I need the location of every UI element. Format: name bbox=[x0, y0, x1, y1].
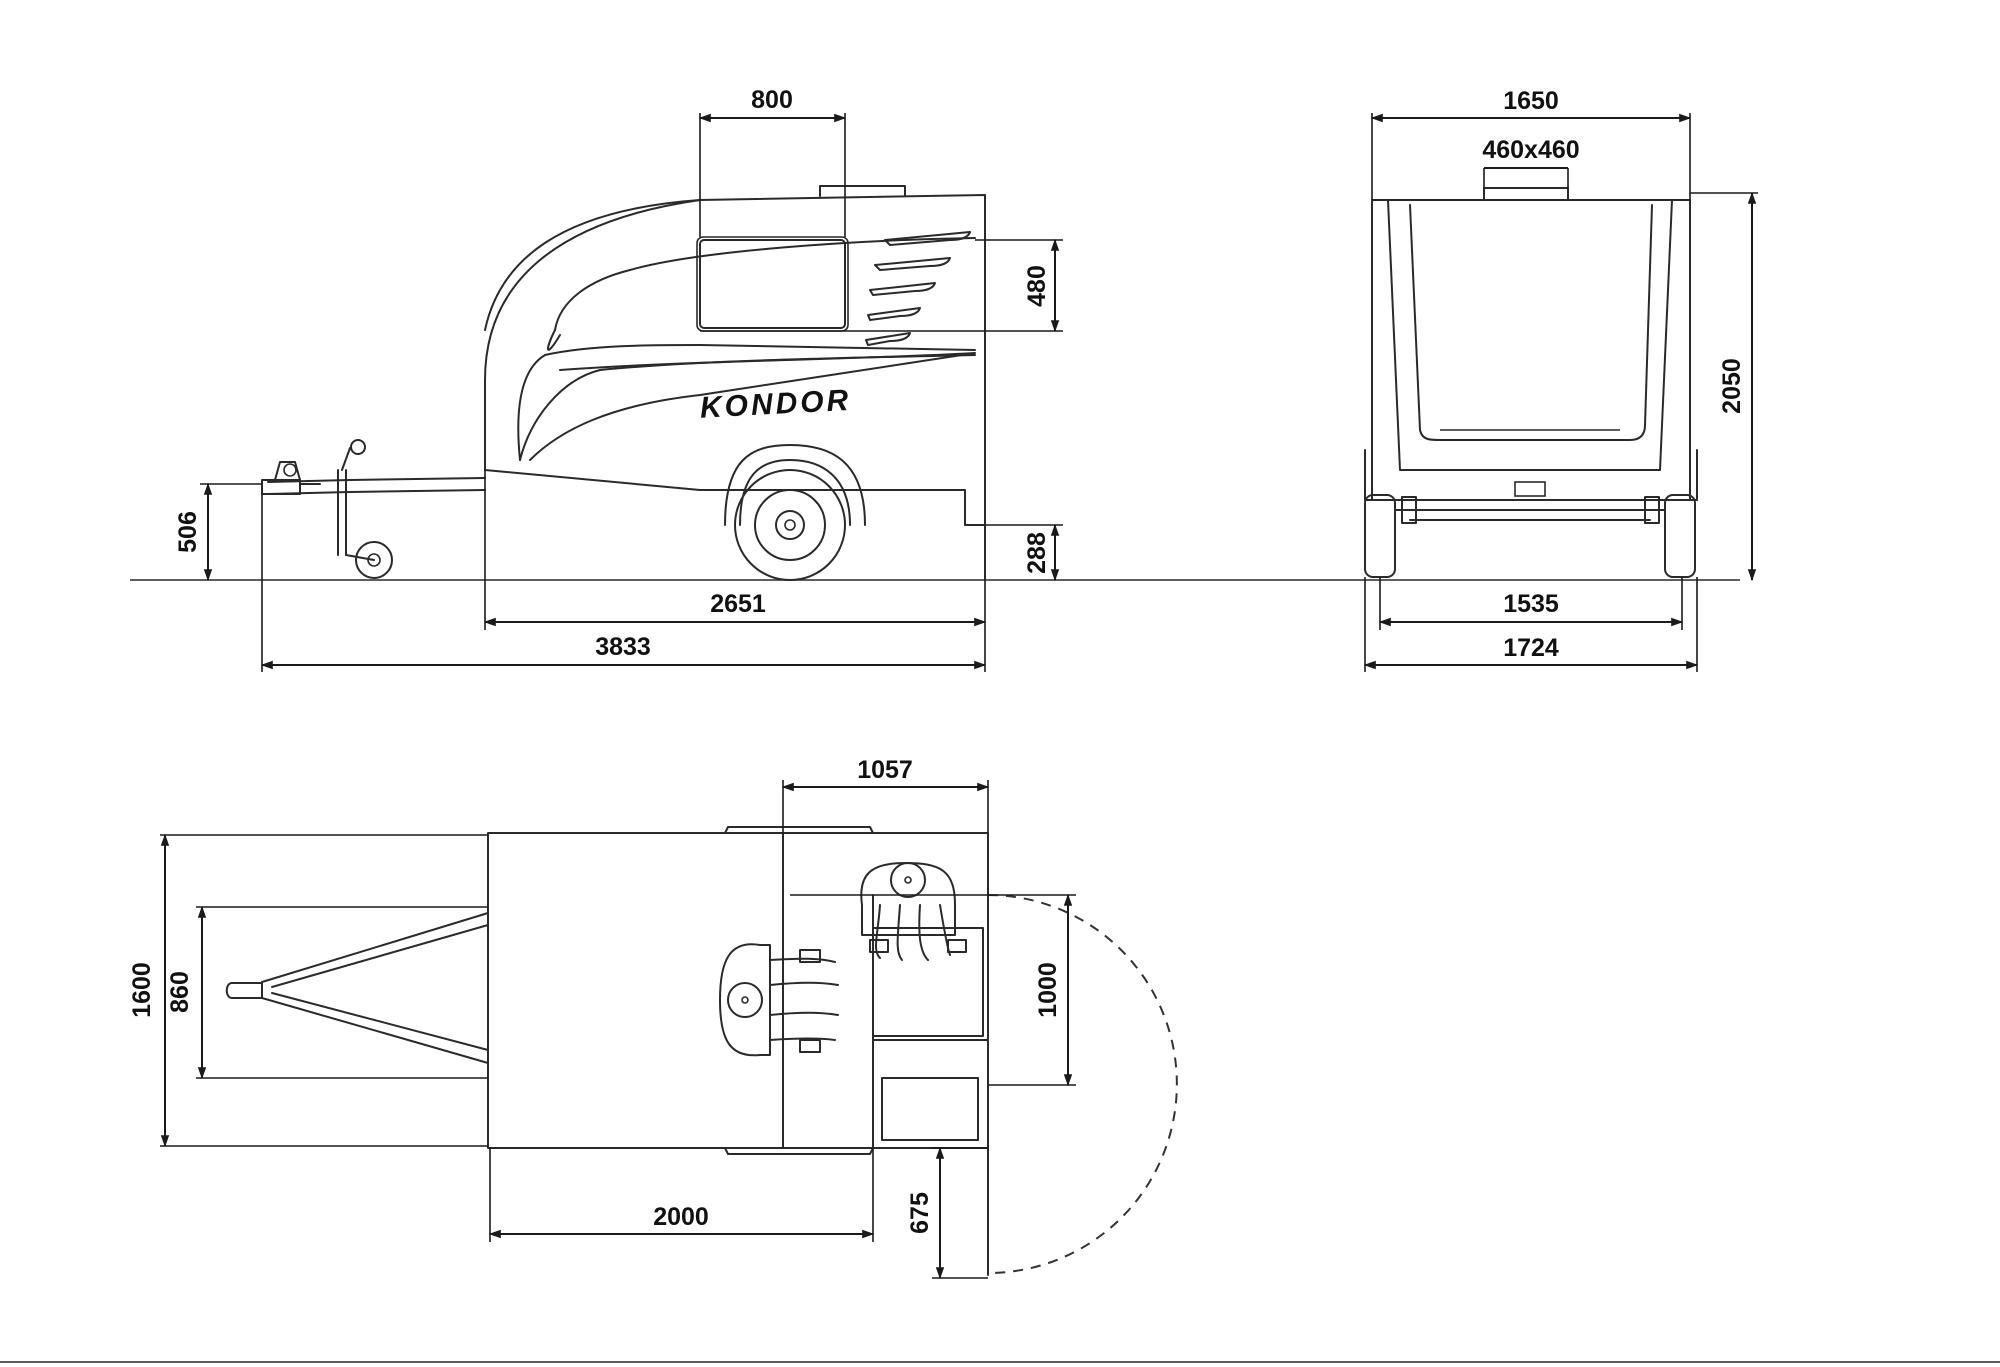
sink-cabinet bbox=[881, 1077, 979, 1141]
door-swing-arc bbox=[987, 894, 1178, 1274]
top-body-outline bbox=[487, 832, 989, 1149]
side-view: KONDOR 800 bbox=[174, 86, 1063, 672]
dim-top-width: 1650 bbox=[1503, 87, 1559, 115]
dim-door-width: 1000 bbox=[1034, 962, 1062, 1018]
jockey-wheel bbox=[337, 439, 393, 579]
dim-door-offset: 675 bbox=[906, 1192, 934, 1234]
accent-fins bbox=[865, 231, 971, 346]
dim-track-width: 1535 bbox=[1503, 590, 1559, 618]
rear-wheel-right bbox=[1664, 494, 1696, 578]
brand-logo: KONDOR bbox=[699, 384, 852, 425]
dim-axle-position: 2000 bbox=[653, 1203, 709, 1231]
dim-window-height: 480 bbox=[1023, 265, 1051, 307]
rear-body-outline bbox=[1371, 199, 1691, 501]
rear-view: 1650 460x460 2050 1535 1724 bbox=[1363, 87, 1758, 672]
stool-top bbox=[860, 862, 967, 961]
dim-hitch-height: 506 bbox=[174, 511, 202, 553]
dim-top-total-width: 1600 bbox=[128, 962, 156, 1018]
dim-total-width: 1724 bbox=[1503, 634, 1559, 662]
stool-left bbox=[719, 943, 839, 1057]
dim-drawbar-width: 860 bbox=[166, 971, 194, 1013]
side-window bbox=[699, 239, 846, 329]
dim-roof-hatch: 460x460 bbox=[1482, 136, 1579, 164]
drawbar bbox=[267, 477, 486, 483]
trailer-body-outline bbox=[484, 194, 986, 526]
dim-total-length: 3833 bbox=[595, 633, 651, 661]
wheel bbox=[734, 469, 846, 581]
rear-roof-hatch bbox=[1483, 187, 1569, 201]
wheel-fender bbox=[724, 444, 866, 526]
top-view: 1057 1600 860 1000 675 2000 bbox=[128, 756, 1178, 1280]
rear-wheel-left bbox=[1364, 494, 1396, 578]
top-drawbar bbox=[225, 912, 489, 1064]
hitch-coupling bbox=[261, 479, 301, 495]
dim-kitchen-length: 1057 bbox=[857, 756, 913, 784]
dim-body-length: 2651 bbox=[710, 590, 766, 618]
dim-ground-clearance: 288 bbox=[1023, 532, 1051, 574]
dim-total-height: 2050 bbox=[1718, 358, 1746, 414]
roof-hatch bbox=[819, 185, 906, 197]
dim-window-width: 800 bbox=[751, 86, 793, 114]
kitchen-counter bbox=[872, 927, 984, 1037]
